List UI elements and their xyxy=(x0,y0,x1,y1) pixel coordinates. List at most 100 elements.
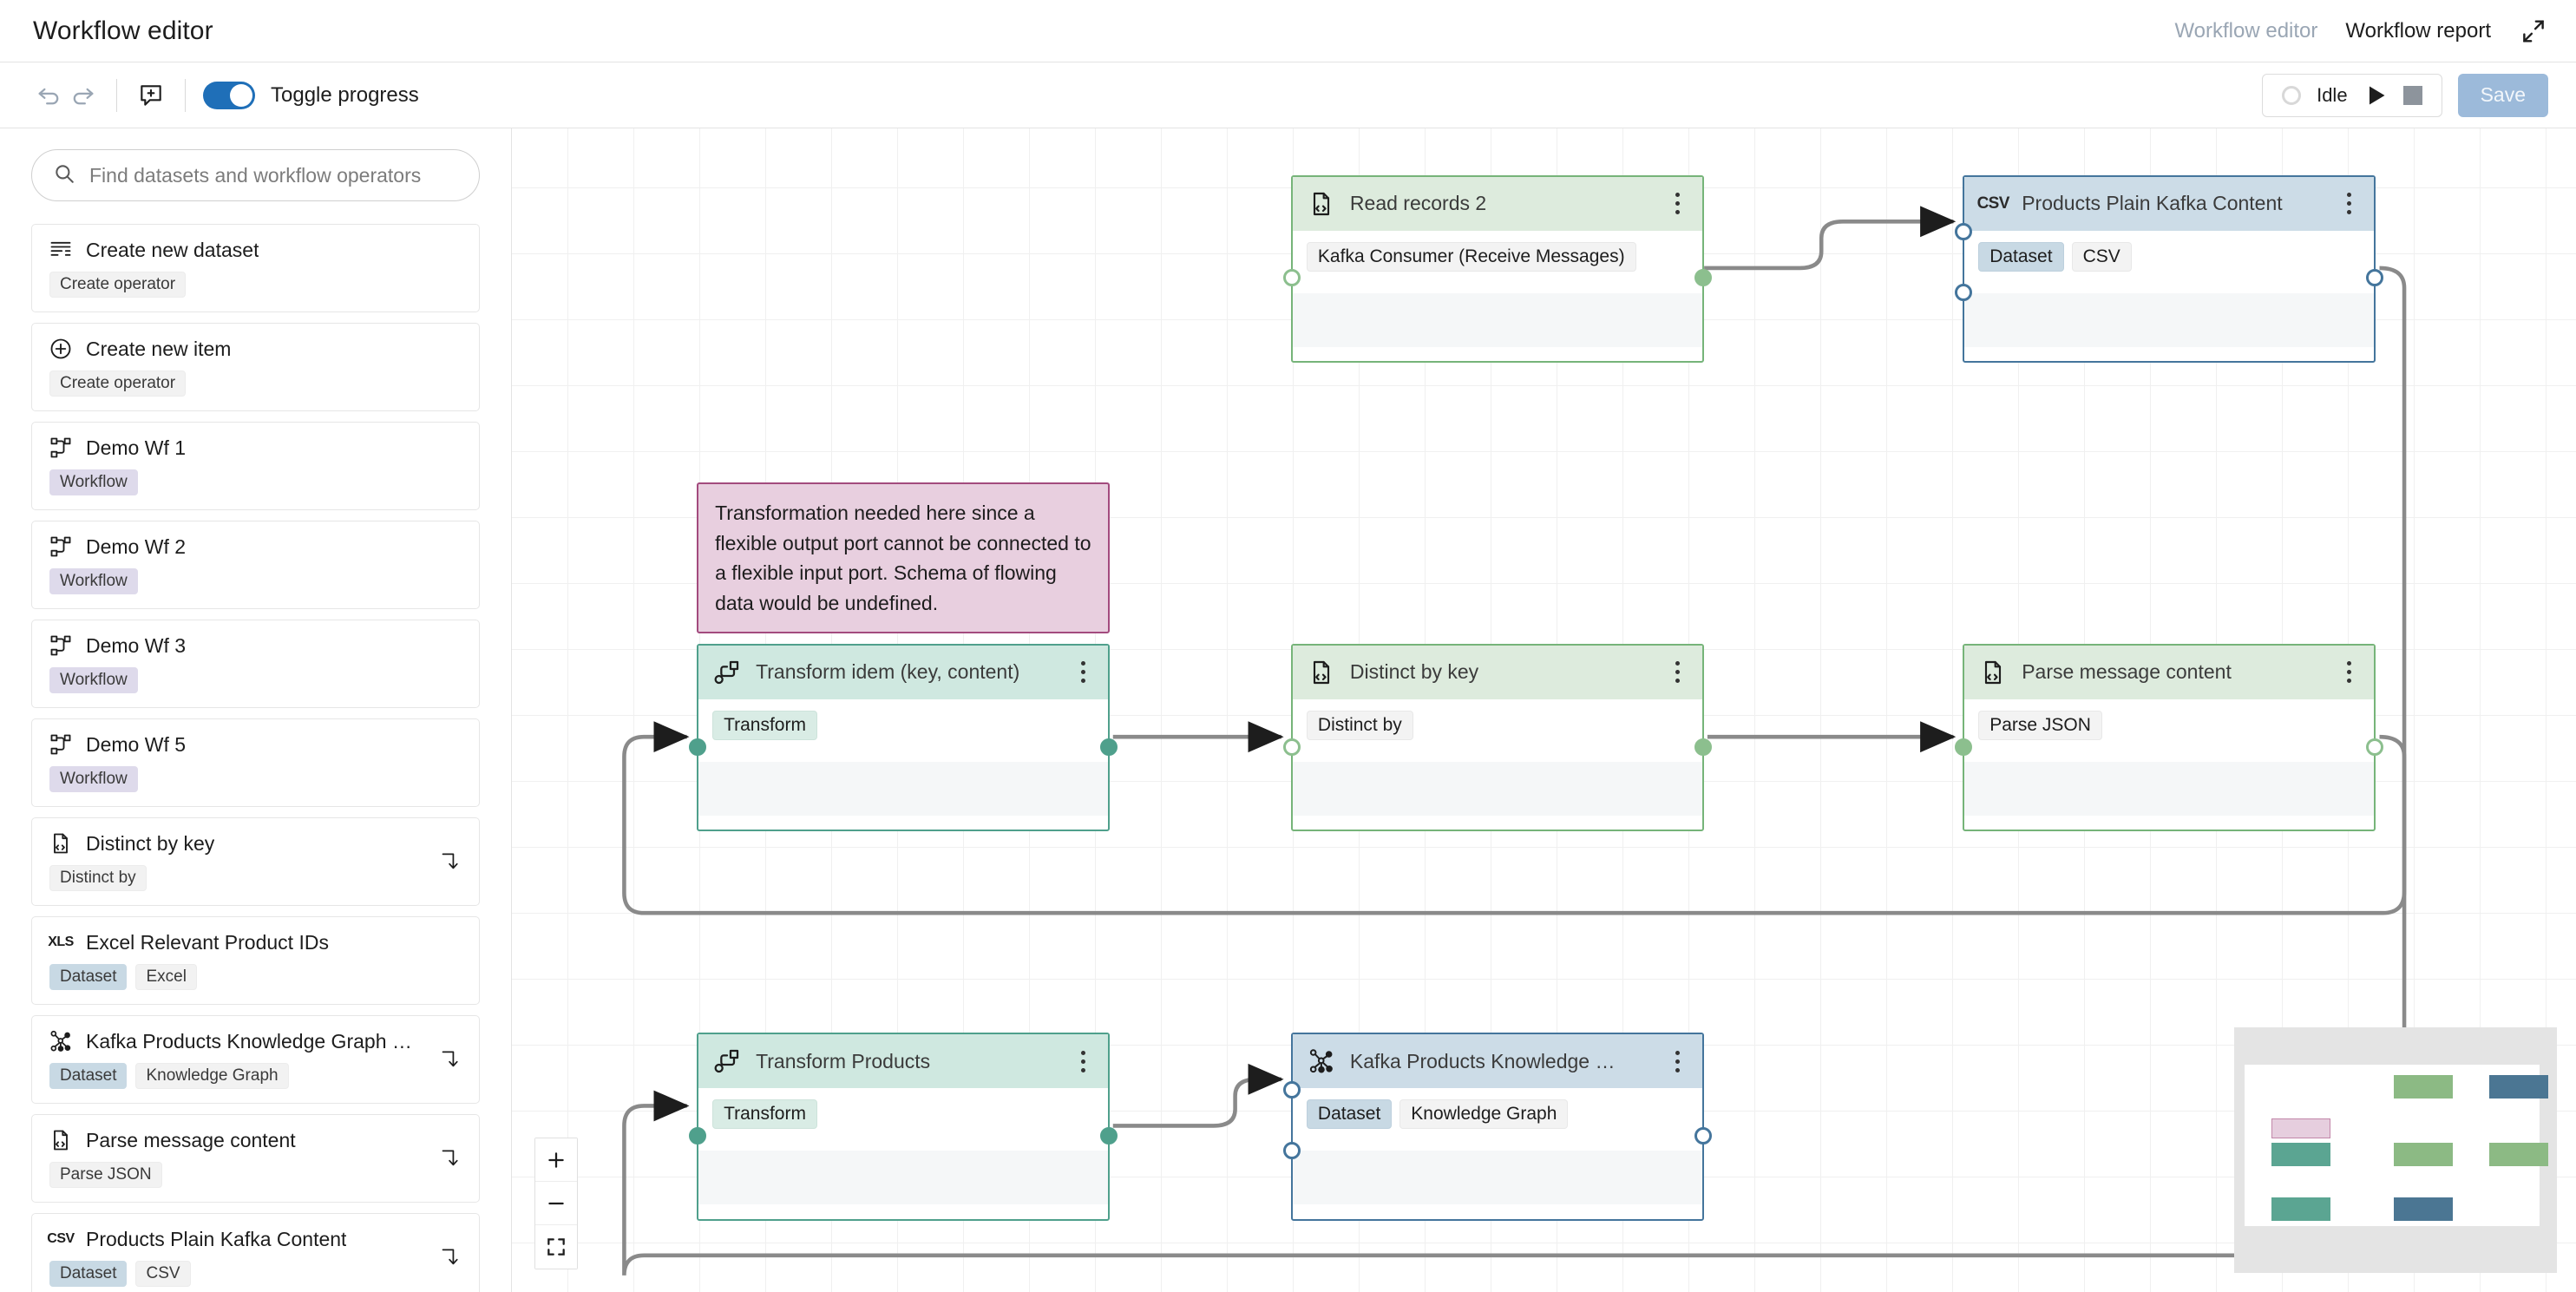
redo-icon[interactable] xyxy=(66,79,99,112)
toggle-progress-knob xyxy=(230,83,252,107)
run-control-group: Idle xyxy=(2262,73,2442,117)
minimap-viewport[interactable] xyxy=(2245,1065,2548,1226)
input-port[interactable] xyxy=(689,738,707,756)
node-header: Read records 2 xyxy=(1292,176,1702,231)
input-port[interactable] xyxy=(1955,284,1973,302)
node-body: Distinct by xyxy=(1292,698,1702,762)
minimap-node xyxy=(2271,1118,2330,1138)
sidebar-item-badges: Create operator xyxy=(49,371,463,397)
output-port[interactable] xyxy=(1694,1126,1712,1144)
node-menu-icon[interactable] xyxy=(1072,661,1096,684)
status-indicator-icon xyxy=(2282,85,2302,105)
sidebar-item-header: Demo Wf 1 xyxy=(48,435,463,461)
csv-format-icon: CSV xyxy=(1976,193,2010,213)
node-footer xyxy=(1964,761,2374,816)
node-menu-icon[interactable] xyxy=(2337,193,2362,215)
badge-workflow: Workflow xyxy=(49,568,138,594)
sidebar-item-header: Distinct by key xyxy=(48,830,463,856)
input-port[interactable] xyxy=(1955,738,1973,756)
sidebar-item-label: Parse message content xyxy=(86,1128,296,1151)
output-port[interactable] xyxy=(1099,738,1118,756)
node-menu-icon[interactable] xyxy=(1072,1050,1096,1072)
top-bar: Workflow editor Workflow editor Workflow… xyxy=(0,0,2576,62)
node-title: Parse message content xyxy=(2022,660,2232,684)
node-title: Distinct by key xyxy=(1349,660,1479,684)
toggle-progress-switch[interactable]: Toggle progress xyxy=(203,81,419,109)
output-port[interactable] xyxy=(1694,269,1712,287)
node-menu-icon[interactable] xyxy=(1666,661,1690,684)
stop-icon[interactable] xyxy=(2402,85,2422,105)
sidebar-item-header: Demo Wf 2 xyxy=(48,534,463,560)
minimap-node xyxy=(2394,1075,2453,1099)
output-port[interactable] xyxy=(1099,1126,1118,1144)
sidebar-item-label: Demo Wf 1 xyxy=(86,436,187,459)
save-button[interactable]: Save xyxy=(2457,73,2548,117)
input-port[interactable] xyxy=(1282,269,1301,287)
zoom-out-button[interactable] xyxy=(535,1182,577,1225)
badge-dataset: Dataset xyxy=(49,1063,128,1089)
collapse-diagonal-icon[interactable] xyxy=(2519,16,2548,46)
output-port[interactable] xyxy=(2365,269,2383,287)
search-input[interactable] xyxy=(89,163,458,187)
play-icon[interactable] xyxy=(2363,83,2388,108)
sidebar-item[interactable]: Demo Wf 1 Workflow xyxy=(31,422,480,510)
workflow-icon xyxy=(48,731,74,757)
node-footer xyxy=(698,1151,1108,1205)
fit-view-icon[interactable] xyxy=(535,1225,577,1269)
add-to-canvas-icon[interactable] xyxy=(437,1048,460,1071)
zoom-in-button[interactable] xyxy=(535,1138,577,1182)
search-box[interactable] xyxy=(31,149,480,201)
input-port[interactable] xyxy=(1955,223,1973,241)
sidebar-item-badges: Workflow xyxy=(49,469,463,495)
node-menu-icon[interactable] xyxy=(1666,1050,1690,1072)
node-menu-icon[interactable] xyxy=(1666,193,1690,215)
add-note-icon[interactable] xyxy=(134,79,167,112)
input-port[interactable] xyxy=(1282,738,1301,756)
badge-plain: Distinct by xyxy=(49,865,147,891)
minimap-node xyxy=(2271,1197,2330,1221)
canvas-annotation-note[interactable]: Transformation needed here since a flexi… xyxy=(697,482,1110,634)
sidebar-item-label: Create new dataset xyxy=(86,238,259,261)
workflow-node-transform-idem[interactable]: Transform idem (key, content)Transform xyxy=(689,643,1118,832)
toggle-progress-track[interactable] xyxy=(203,81,255,109)
output-port[interactable] xyxy=(2365,738,2383,756)
input-port[interactable] xyxy=(689,1126,707,1144)
add-to-canvas-icon[interactable] xyxy=(437,1147,460,1170)
node-menu-icon[interactable] xyxy=(2337,661,2362,684)
minimap[interactable] xyxy=(2234,1027,2557,1273)
toggle-progress-label: Toggle progress xyxy=(271,82,419,107)
node-pill-plain: Distinct by xyxy=(1306,710,1413,740)
undo-icon[interactable] xyxy=(33,79,66,112)
toolbar-right: Idle Save xyxy=(2262,73,2548,117)
tab-workflow-editor[interactable]: Workflow editor xyxy=(2174,18,2318,43)
tab-workflow-report[interactable]: Workflow report xyxy=(2345,18,2491,43)
node-body: Transform xyxy=(698,1088,1108,1151)
sidebar-item[interactable]: Demo Wf 2 Workflow xyxy=(31,521,480,609)
add-to-canvas-icon[interactable] xyxy=(437,1246,460,1269)
edge-transform-products-to-kg xyxy=(1112,1063,1284,1128)
badge-dataset: Dataset xyxy=(49,1261,128,1287)
add-to-canvas-icon[interactable] xyxy=(437,850,460,873)
input-port[interactable] xyxy=(1282,1080,1301,1099)
sidebar-item-badges: Workflow xyxy=(49,568,463,594)
input-port[interactable] xyxy=(1282,1141,1301,1159)
output-port[interactable] xyxy=(1694,738,1712,756)
